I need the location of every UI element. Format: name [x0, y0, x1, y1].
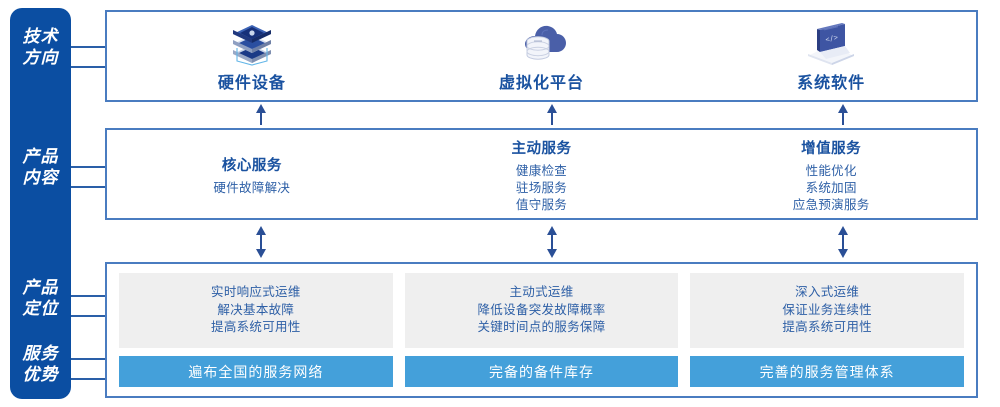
rail-label-technology-direction: 技术 方向	[10, 26, 71, 68]
positioning-line: 主动式运维	[509, 285, 574, 300]
rail-label-product-positioning: 产品 定位	[10, 277, 71, 319]
content-item: 应急预演服务	[792, 197, 870, 212]
laptop-code-icon: </>	[800, 20, 862, 66]
positioning-line: 降低设备突发故障概率	[477, 302, 606, 317]
advantage-badge[interactable]: 完善的服务管理体系	[690, 356, 965, 387]
content-item: 硬件故障解决	[213, 180, 291, 195]
connector-advantage-top	[71, 358, 107, 360]
technology-column-virtualization[interactable]: 虚拟化平台	[397, 12, 687, 100]
technology-title: 系统软件	[797, 74, 866, 92]
rail-label-line: 优势	[22, 365, 59, 384]
rail-label-line: 定位	[22, 299, 59, 318]
content-title: 主动服务	[511, 140, 572, 157]
positioning-advantage-panel: 实时响应式运维 解决基本故障 提高系统可用性 遍布全国的服务网络 主动式运维 降…	[105, 262, 978, 398]
rail-label-product-content: 产品 内容	[10, 146, 71, 188]
technology-direction-panel: 硬件设备 虚拟化平台	[105, 10, 978, 102]
content-item: 性能优化	[805, 163, 857, 178]
product-content-panel: 核心服务 硬件故障解决 主动服务 健康检查 驻场服务 值守服务 增值服务 性能优…	[105, 128, 978, 220]
bottom-column-1: 实时响应式运维 解决基本故障 提高系统可用性 遍布全国的服务网络	[119, 273, 393, 387]
positioning-line: 深入式运维	[795, 285, 860, 300]
connector-technology-bottom	[71, 66, 107, 68]
arrow-up-hardware	[254, 104, 268, 131]
connector-content-top	[71, 166, 107, 168]
positioning-box[interactable]: 实时响应式运维 解决基本故障 提高系统可用性	[119, 273, 393, 348]
connector-content-bottom	[71, 186, 107, 188]
positioning-box[interactable]: 主动式运维 降低设备突发故障概率 关键时间点的服务保障	[404, 273, 679, 348]
content-item: 系统加固	[805, 180, 857, 195]
content-columns: 核心服务 硬件故障解决 主动服务 健康检查 驻场服务 值守服务 增值服务 性能优…	[107, 130, 976, 218]
left-rail	[10, 8, 71, 399]
rail-label-line: 技术	[22, 27, 59, 46]
server-stack-icon	[225, 20, 279, 66]
connector-technology-top	[71, 46, 107, 48]
bottom-column-3: 深入式运维 保证业务连续性 提高系统可用性 完善的服务管理体系	[690, 273, 965, 387]
rail-label-line: 内容	[22, 168, 59, 187]
arrow-bidirectional-value-added	[836, 226, 850, 263]
bottom-column-2: 主动式运维 降低设备突发故障概率 关键时间点的服务保障 完备的备件库存	[404, 273, 679, 387]
technology-title: 虚拟化平台	[499, 74, 585, 92]
advantage-badge[interactable]: 完备的备件库存	[404, 356, 679, 387]
rail-label-line: 服务	[22, 344, 59, 363]
technology-column-software[interactable]: </> 系统软件	[686, 12, 976, 100]
positioning-line: 关键时间点的服务保障	[477, 320, 606, 335]
positioning-line: 实时响应式运维	[211, 285, 301, 300]
arrow-up-software	[836, 104, 850, 131]
rail-label-service-advantage: 服务 优势	[10, 343, 71, 385]
rail-label-line: 产品	[22, 278, 59, 297]
positioning-line: 保证业务连续性	[782, 302, 872, 317]
content-item: 值守服务	[515, 197, 568, 212]
arrow-up-virtualization	[545, 104, 559, 131]
technology-title: 硬件设备	[217, 74, 286, 92]
connector-positioning-bottom	[71, 315, 107, 317]
content-column-value-added-service[interactable]: 增值服务 性能优化 系统加固 应急预演服务	[686, 130, 976, 218]
positioning-line: 提高系统可用性	[782, 320, 872, 335]
content-column-proactive-service[interactable]: 主动服务 健康检查 驻场服务 值守服务	[397, 130, 687, 218]
arrow-bidirectional-core	[254, 226, 268, 263]
svg-text:</>: </>	[825, 33, 839, 44]
positioning-line: 提高系统可用性	[211, 320, 301, 335]
advantage-badge[interactable]: 遍布全国的服务网络	[119, 356, 393, 387]
connector-advantage-bottom	[71, 378, 107, 380]
rail-label-line: 产品	[22, 147, 59, 166]
rail-label-line: 方向	[22, 48, 59, 67]
content-column-core-service[interactable]: 核心服务 硬件故障解决	[107, 130, 397, 218]
technology-column-hardware[interactable]: 硬件设备	[107, 12, 397, 100]
arrow-bidirectional-proactive	[545, 226, 559, 263]
technology-columns: 硬件设备 虚拟化平台	[107, 12, 976, 100]
cloud-database-icon	[515, 20, 569, 66]
content-item: 健康检查	[515, 163, 568, 178]
content-title: 增值服务	[801, 140, 862, 157]
connector-positioning-top	[71, 295, 107, 297]
positioning-box[interactable]: 深入式运维 保证业务连续性 提高系统可用性	[690, 273, 965, 348]
bottom-columns: 实时响应式运维 解决基本故障 提高系统可用性 遍布全国的服务网络 主动式运维 降…	[107, 264, 976, 396]
positioning-line: 解决基本故障	[217, 302, 295, 317]
content-item: 驻场服务	[515, 180, 568, 195]
content-title: 核心服务	[221, 157, 282, 174]
